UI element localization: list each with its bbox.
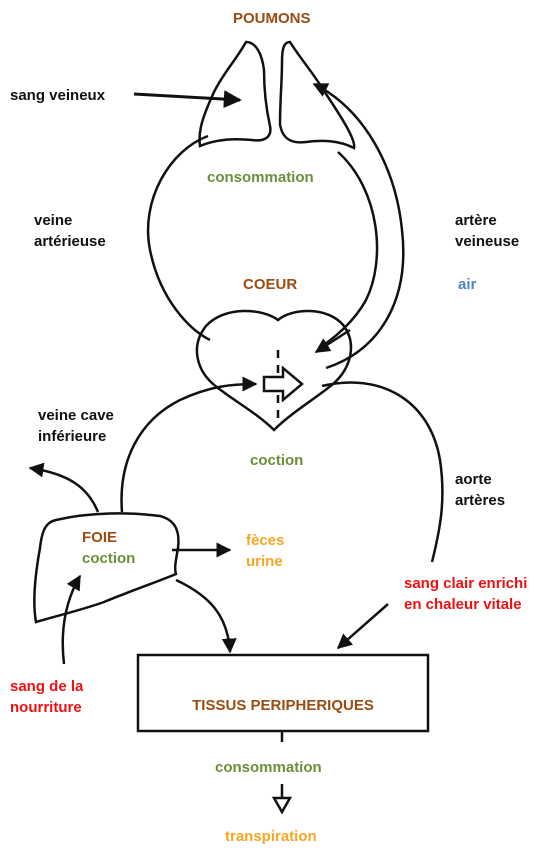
air-label: air — [458, 275, 476, 294]
aorta-label-line1: aorte — [455, 470, 492, 489]
venous-artery-label-line2: veineuse — [455, 232, 519, 251]
waste-label-line2: urine — [246, 552, 283, 571]
venous-artery-outer — [314, 84, 403, 368]
arterial-vein-label-line2: artérieuse — [34, 232, 106, 251]
liver-exit-arrow — [30, 468, 98, 512]
venous-blood-label: sang veineux — [10, 86, 105, 105]
venous-artery-arrow — [316, 330, 350, 352]
venous-artery-label-line1: artère — [455, 211, 497, 230]
liver-label: FOIE — [82, 528, 117, 547]
tissue-consumption-label: consommation — [215, 758, 322, 777]
vena-cava-path — [122, 384, 256, 512]
left-lung-shape — [200, 42, 271, 146]
aorta-tissue-arrow — [338, 604, 388, 648]
perspiration-arrow — [274, 784, 290, 812]
heart-coction-label: coction — [250, 451, 303, 470]
tissues-label: TISSUS PERIPHERIQUES — [138, 697, 428, 714]
enriched-blood-label-line1: sang clair enrichi — [404, 574, 527, 593]
heart-label: COEUR — [243, 275, 297, 294]
waste-label-line1: fèces — [246, 531, 284, 550]
food-blood-label-line2: nourriture — [10, 698, 82, 717]
tissues-box — [138, 655, 428, 731]
venous-blood-arrow — [134, 94, 240, 100]
right-lung-shape — [280, 42, 354, 148]
arterial-vein-label-line1: veine — [34, 211, 72, 230]
food-blood-arrow — [63, 576, 80, 664]
perspiration-label: transpiration — [225, 827, 317, 846]
arterial-vein-loop — [148, 136, 210, 340]
aorta-path — [322, 382, 442, 562]
aorta-label-line2: artères — [455, 491, 505, 510]
enriched-blood-label-line2: en chaleur vitale — [404, 595, 522, 614]
liver-coction-label: coction — [82, 549, 135, 568]
lungs-label: POUMONS — [233, 9, 311, 28]
venous-artery-inner — [322, 152, 377, 346]
lung-consumption-label: consommation — [207, 168, 314, 187]
food-blood-label-line1: sang de la — [10, 677, 83, 696]
vena-cava-label-line1: veine cave — [38, 406, 114, 425]
heart-hollow-arrow — [264, 368, 302, 400]
vena-cava-label-line2: inférieure — [38, 427, 106, 446]
heart-shape — [197, 311, 351, 430]
liver-to-tissues-arrow — [176, 580, 230, 652]
